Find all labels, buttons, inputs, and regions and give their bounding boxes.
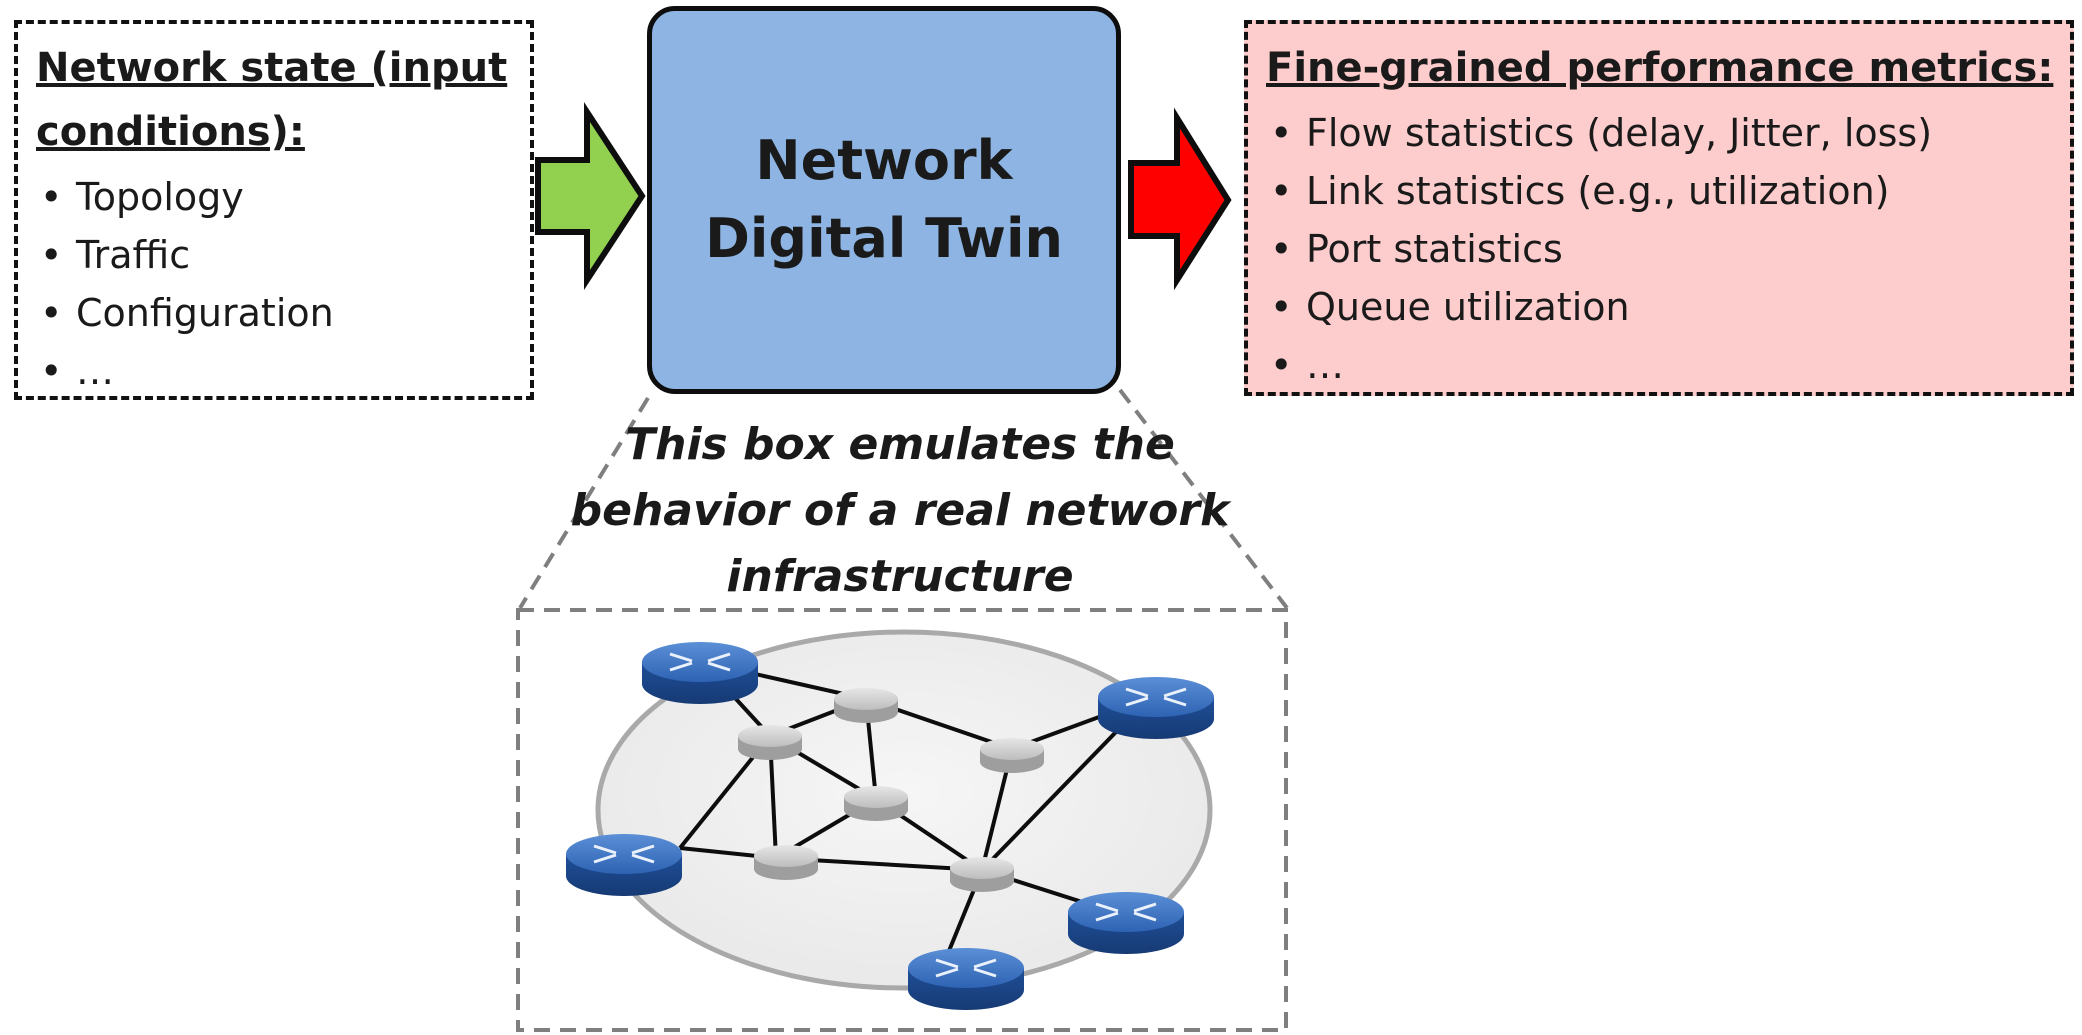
network-digital-twin-box: Network Digital Twin [647, 6, 1121, 394]
router-icon-blue [566, 834, 682, 896]
list-item: Topology [40, 168, 530, 226]
output-arrow [1128, 107, 1232, 291]
performance-metrics-panel: Fine-grained performance metrics: Flow s… [1244, 20, 2074, 396]
router-icon-grey [738, 725, 802, 760]
list-item: Configuration [40, 284, 530, 342]
zoom-line-right [1118, 388, 1289, 610]
router-icon-grey [950, 857, 1014, 892]
list-item: … [40, 342, 530, 400]
input-conditions-panel: Network state (input conditions): Topolo… [14, 20, 534, 400]
output-panel-title: Fine-grained performance metrics: [1266, 45, 2054, 91]
router-icon-grey [834, 688, 898, 723]
router-icon-blue [908, 948, 1024, 1010]
router-icon-grey [844, 786, 908, 821]
list-item: Queue utilization [1270, 278, 2070, 336]
input-conditions-list: Topology Traffic Configuration … [18, 168, 530, 400]
list-item: Traffic [40, 226, 530, 284]
input-arrow [535, 101, 646, 291]
emulation-caption: This box emulates the behavior of a real… [570, 419, 1230, 602]
network-digital-twin-title: Network Digital Twin [705, 129, 1063, 270]
list-item: … [1270, 336, 2070, 394]
zoom-line-left [518, 396, 650, 610]
performance-metrics-list: Flow statistics (delay, Jitter, loss) Li… [1248, 104, 2070, 394]
list-item: Link statistics (e.g., utilization) [1270, 162, 2070, 220]
router-icon-blue [1068, 892, 1184, 954]
list-item: Port statistics [1270, 220, 2070, 278]
list-item: Flow statistics (delay, Jitter, loss) [1270, 104, 2070, 162]
network-frame [516, 608, 1288, 1032]
router-icon-grey [754, 845, 818, 880]
input-panel-title: Network state (input conditions): [36, 45, 508, 155]
router-icon-blue [642, 642, 758, 704]
network-illustration [566, 629, 1214, 1010]
router-icon-blue [1098, 677, 1214, 739]
router-icon-grey [980, 738, 1044, 773]
